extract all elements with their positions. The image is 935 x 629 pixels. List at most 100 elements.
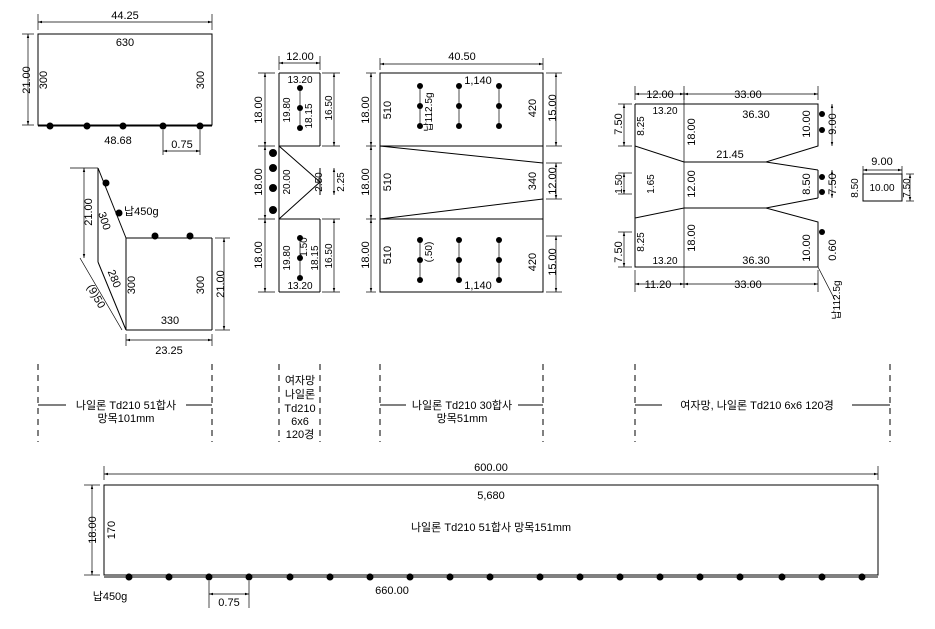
bottom-sinker-label: 납450g bbox=[93, 590, 128, 603]
panel5-bot-right-label: 33.00 bbox=[734, 279, 762, 291]
panel5-inner-h-top-label: 18.00 bbox=[686, 118, 698, 146]
panel3-mid-c-label: 2.25 bbox=[336, 172, 347, 192]
panel2-sinker-dot bbox=[186, 232, 194, 240]
panel5-bot-36-label: 36.30 bbox=[742, 255, 770, 267]
group1-label-line1: 나일론 Td210 51합사 bbox=[76, 398, 176, 412]
panel3-top-mesh-label: 13.20 bbox=[287, 75, 312, 86]
panel-1: 44.25 630 300 300 21.00 48.68 0.75 bbox=[21, 10, 213, 155]
panel2-right-mesh-label: 300 bbox=[195, 276, 207, 294]
bottom-sinker-dot bbox=[446, 573, 454, 581]
bottom-sinker-dot bbox=[656, 573, 664, 581]
bottom-sinker-dot bbox=[778, 573, 786, 581]
bottom-sinker-dot bbox=[858, 573, 866, 581]
group2-label-line1: 여자망 bbox=[285, 374, 315, 387]
panel4-sinker-label: 납112.5g bbox=[423, 92, 435, 131]
panel5-left-mid-a-label: 1.50 bbox=[614, 174, 625, 194]
panel4-outer-bot-label: 15.00 bbox=[547, 248, 559, 276]
bottom-sinker-dot bbox=[818, 573, 826, 581]
panel5-left-top-label: 7.50 bbox=[613, 113, 625, 134]
panel5-slant-bot-label: 8.25 bbox=[636, 232, 647, 252]
panel4-float-dot bbox=[496, 257, 502, 263]
bottom-material-label: 나일론 Td210 51합사 망목151mm bbox=[411, 520, 571, 534]
panel-5: 12.00 33.00 13.20 36.30 18.00 7.50 8.25 … bbox=[613, 86, 914, 320]
panel2-inner-left-label: 300 bbox=[126, 276, 138, 294]
group1-label-line2: 망목101mm bbox=[98, 412, 155, 425]
group2-label-line2: 나일론 bbox=[285, 387, 315, 401]
bottom-sinker-dot bbox=[245, 573, 253, 581]
panel5-top-36-label: 36.30 bbox=[742, 109, 770, 121]
panel4-float-dot bbox=[456, 237, 462, 243]
bottom-sinker-dot bbox=[165, 573, 173, 581]
group2-label-line4: 6x6 bbox=[291, 416, 309, 428]
panel3-bottom-mesh-label: 13.20 bbox=[287, 281, 312, 292]
panel1-bottom-label: 48.68 bbox=[104, 135, 132, 147]
panel3-upper-b-label: 18.15 bbox=[304, 103, 315, 128]
panel4-float-dot bbox=[456, 83, 462, 89]
panel4-outer-top-label: 15.00 bbox=[547, 94, 559, 122]
panel4-float-dot bbox=[496, 277, 502, 283]
bottom-sinker-dot bbox=[205, 573, 213, 581]
panel1-sinker-dot bbox=[119, 122, 127, 130]
panel1-sinker-dot bbox=[83, 122, 91, 130]
panel3-float-dot bbox=[297, 105, 303, 111]
panel4-float-dot bbox=[417, 103, 423, 109]
panel1-left-mesh-label: 300 bbox=[38, 71, 50, 89]
panel1-sinker-dot bbox=[46, 122, 54, 130]
group3-label-line2: 망목51mm bbox=[437, 412, 488, 425]
panel4-top-count-label: 1,140 bbox=[464, 75, 492, 87]
panel3-lower-b-label: 1.50 bbox=[299, 237, 310, 257]
bottom-mesh-count-label: 5,680 bbox=[477, 490, 505, 502]
bottom-panel: 600.00 5,680 나일론 Td210 51합사 망목151mm 170 … bbox=[84, 462, 879, 609]
panel3-mid-a-label: 20.00 bbox=[282, 169, 293, 194]
panel3-float-dot bbox=[297, 275, 303, 281]
bottom-sinker-dot bbox=[286, 573, 294, 581]
panel5-top-right-label: 33.00 bbox=[734, 89, 762, 101]
panel2-sinker-dot bbox=[151, 232, 159, 240]
bottom-spacing-label: 0.75 bbox=[218, 597, 239, 609]
panel5-inner-h-bot-label: 18.00 bbox=[686, 224, 698, 252]
panel5-box-mesh-label: 10.00 bbox=[869, 183, 894, 194]
panel4-right-mid-label: 340 bbox=[527, 172, 539, 190]
panel5-right-bot-b-label: 0.60 bbox=[827, 239, 839, 260]
panel5-inner-h-mid-label: 12.00 bbox=[686, 170, 698, 198]
panel5-mesh-bot-label: 13.20 bbox=[652, 256, 677, 267]
panel1-width-label: 44.25 bbox=[111, 10, 139, 22]
panel-2: 21.00 납450g 300 280 (9)50 300 300 21.00 … bbox=[70, 167, 230, 357]
panel1-spacing-label: 0.75 bbox=[171, 139, 192, 151]
bottom-left-mesh-label: 170 bbox=[106, 521, 118, 539]
panel5-right-mid-b-label: 7.50 bbox=[827, 173, 839, 194]
panel5-mid-span-label: 21.45 bbox=[716, 149, 744, 161]
group2-label-line5: 120경 bbox=[286, 428, 314, 441]
panel3-edge-dot bbox=[269, 206, 277, 214]
panel3-lower-d-label: 16.50 bbox=[324, 243, 335, 268]
panel5-right-top-a-label: 10.00 bbox=[801, 110, 813, 138]
panel4-float-dot bbox=[456, 257, 462, 263]
panel4-float-dot bbox=[456, 277, 462, 283]
panel5-float-dot bbox=[819, 111, 825, 117]
panel5-box-left-label: 8.50 bbox=[850, 178, 861, 198]
panel5-right-bot-a-label: 10.00 bbox=[801, 234, 813, 262]
panel5-left-mid-b-label: 1.65 bbox=[646, 174, 657, 194]
panel4-left-top-label: 18.00 bbox=[360, 96, 372, 124]
bottom-sinker-dot bbox=[125, 573, 133, 581]
panel1-sinker-dot bbox=[159, 122, 167, 130]
panel4-outer-mid-label: 12.00 bbox=[547, 167, 559, 195]
panel5-left-bot-label: 7.50 bbox=[613, 241, 625, 262]
panel5-float-dot bbox=[819, 229, 825, 235]
panel2-height-right-label: 21.00 bbox=[215, 270, 227, 298]
panel3-h-top-label: 18.00 bbox=[253, 96, 265, 124]
panel2-upper-height-label: 21.00 bbox=[83, 198, 95, 226]
panel3-float-dot bbox=[297, 85, 303, 91]
panel4-mesh-top-label: 510 bbox=[382, 101, 394, 119]
panel5-sinker-label: 납112.5g bbox=[831, 280, 843, 319]
panel4-float-dot bbox=[496, 103, 502, 109]
panel3-float-dot bbox=[297, 125, 303, 131]
panel3-float-dot bbox=[297, 255, 303, 261]
panel2-sinker-dot bbox=[102, 179, 110, 187]
group2-label-line3: Td210 bbox=[284, 403, 315, 415]
panel4-float-dot bbox=[417, 83, 423, 89]
bottom-sinker-dot bbox=[536, 573, 544, 581]
panel2-sinker-label: 납450g bbox=[124, 205, 159, 218]
bottom-foot-label: 660.00 bbox=[375, 585, 409, 597]
